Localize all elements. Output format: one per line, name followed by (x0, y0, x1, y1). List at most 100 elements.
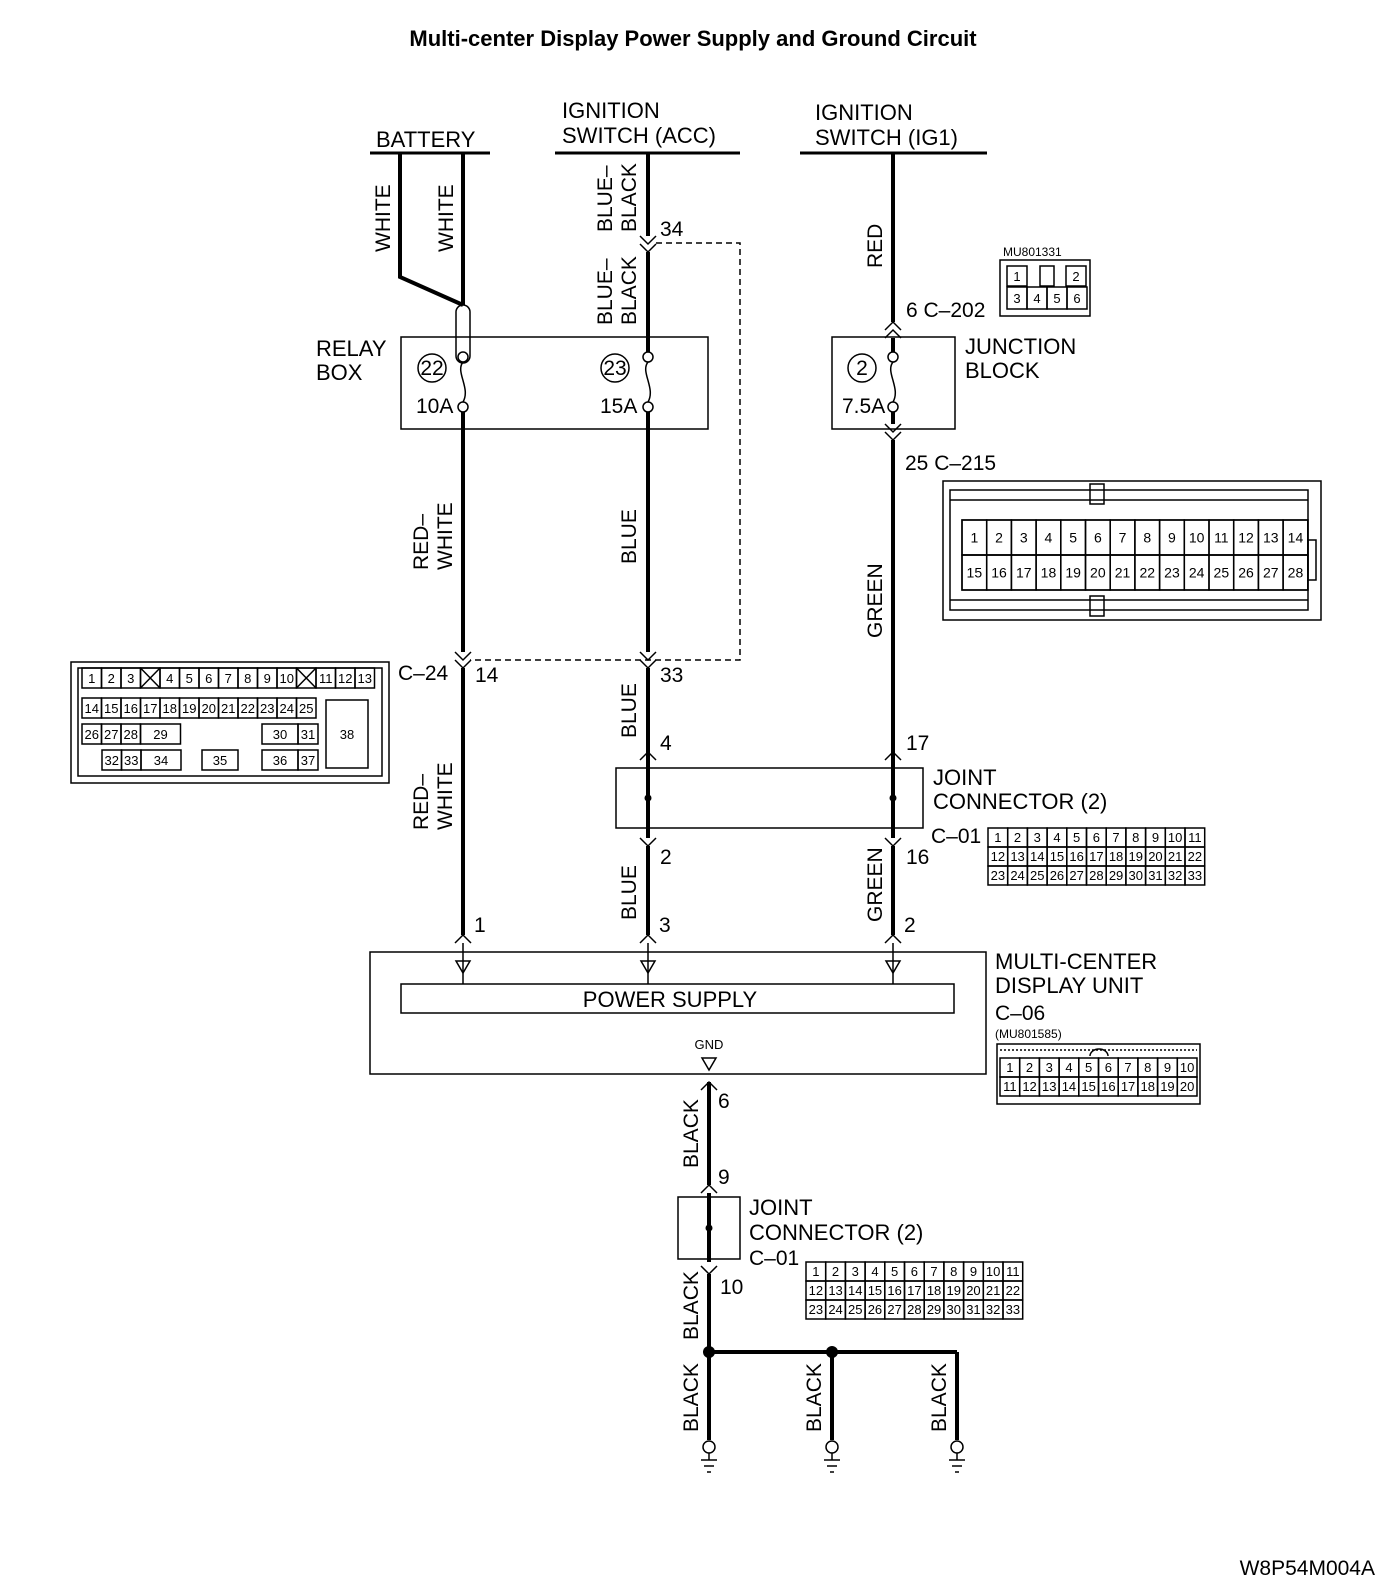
connector-pin-number: 27 (1069, 868, 1083, 883)
connector-c24-mark-14 (454, 651, 472, 670)
connector-pin-number: 24 (1189, 565, 1205, 581)
connector-pin-number: 7 (1124, 1060, 1131, 1075)
connector-pin-number: 8 (1143, 530, 1151, 546)
connector-pin-number: 14 (85, 701, 99, 716)
connector-pin-number: 15 (1081, 1079, 1095, 1094)
connector-pin-number: 8 (244, 671, 251, 686)
connector-mark-16 (884, 837, 902, 848)
wire-label-blue-2: BLUE (618, 683, 641, 738)
connector-pin-number: 10 (1180, 1060, 1194, 1075)
connector-pin-number: 19 (1160, 1079, 1174, 1094)
connector-pin-number: 13 (1042, 1079, 1056, 1094)
connector-c215-face (942, 480, 1322, 621)
connector-pin-number: 14 (1030, 849, 1044, 864)
connector-cell (1176, 1076, 1198, 1097)
fuse-22-number: 22 (420, 357, 443, 380)
connector-pin-number: 7 (1119, 530, 1127, 546)
pin-6: 6 (718, 1090, 730, 1113)
connector-pin-number: 11 (1003, 1079, 1017, 1094)
pin-2-display: 2 (904, 914, 916, 937)
connector-pin-number: 3 (852, 1264, 859, 1279)
connector-cell (139, 723, 182, 745)
connector-pin-number: 21 (1115, 565, 1131, 581)
connector-pin-number: 2 (108, 671, 115, 686)
junction-block (831, 336, 956, 430)
fuse-22-terminal (457, 401, 469, 413)
wire-label-white-2: WHITE (435, 184, 458, 252)
connector-c202-label: 6 C–202 (906, 299, 985, 322)
connector-pin-number: 23 (260, 701, 274, 716)
battery-wire-a (398, 153, 464, 307)
fuse-2-terminal-bottom (887, 401, 899, 413)
connector-pin-number: 23 (1164, 565, 1180, 581)
connector-pin-number: 13 (828, 1283, 842, 1298)
joint-connector-upper-label-1: JOINT (933, 765, 997, 790)
connector-pin-number: 25 (848, 1302, 862, 1317)
connector-pin-number: 28 (124, 727, 138, 742)
connector-pin-number: 28 (907, 1302, 921, 1317)
connector-mu801331-cell-6 (1066, 286, 1088, 310)
wire-label-green-2: GREEN (864, 847, 887, 922)
connector-mu801331-face (999, 259, 1091, 317)
connector-pin-number: 5 (1085, 1060, 1092, 1075)
connector-pin-number: 8 (1132, 830, 1139, 845)
connector-pin-number: 26 (868, 1302, 882, 1317)
connector-cell (295, 697, 317, 719)
fuse-23-symbol (645, 361, 651, 403)
connector-pin-number: 30 (947, 1302, 961, 1317)
connector-pin-number: 4 (1053, 830, 1060, 845)
fuse-23-terminal (642, 401, 654, 413)
connector-c06-face (996, 1043, 1201, 1105)
connector-pin-number: 20 (1090, 565, 1106, 581)
connector-pin-number: 17 (1121, 1079, 1135, 1094)
connector-pin-number: 7 (930, 1264, 937, 1279)
connector-pin-number: 22 (1139, 565, 1155, 581)
connector-pin-number: 14 (848, 1283, 862, 1298)
connector-cell (297, 749, 319, 771)
joint-connector-upper (615, 767, 924, 829)
connector-pin-number: 14 (1288, 530, 1304, 546)
connector-pin-number: 5 (186, 671, 193, 686)
display-unit-part: (MU801585) (995, 1027, 1062, 1041)
connector-pin-number: 13 (1263, 530, 1279, 546)
fuse-2-circle (847, 353, 877, 383)
wire-label-black-3: BLACK (680, 1363, 703, 1432)
connector-pin-number: 24 (1010, 868, 1024, 883)
connector-pin-number: 18 (927, 1283, 941, 1298)
connector-pin-number: 10 (1189, 530, 1205, 546)
connector-pin-number: 35 (213, 753, 227, 768)
connector-pin-number: 22 (241, 701, 255, 716)
joint-connector-upper-label-2: CONNECTOR (2) (933, 789, 1107, 814)
fuse-2-number: 2 (856, 357, 868, 380)
connector-pin-number: 30 (1129, 868, 1143, 883)
connector-pin-number: 6 (1093, 830, 1100, 845)
connector-pin-number: 16 (991, 565, 1007, 581)
display-unit-label-2: DISPLAY UNIT (995, 973, 1143, 998)
connector-mu801331-pin-1: 1 (1013, 269, 1020, 284)
connector-cell (325, 699, 369, 769)
connector-34-mark (639, 235, 657, 254)
connector-mark-2 (639, 837, 657, 848)
relay-box (400, 336, 709, 430)
connector-pin-number: 19 (1065, 565, 1081, 581)
pin-14: 14 (475, 664, 499, 687)
connector-pin-number: 19 (1129, 849, 1143, 864)
connector-pin-number: 33 (124, 753, 138, 768)
connector-mark-17 (884, 750, 902, 761)
joint-dot-blue (644, 794, 652, 802)
connector-mu801331-pin-3: 3 (1013, 291, 1020, 306)
connector-pin-number: 25 (1214, 565, 1230, 581)
connector-pin-number: 19 (182, 701, 196, 716)
connector-mark-10 (700, 1265, 718, 1276)
connector-mu801331-part: MU801331 (1003, 245, 1062, 259)
input-arrow-3 (639, 960, 657, 975)
connector-pin-number: 6 (1094, 530, 1102, 546)
display-unit-code: C–06 (995, 1002, 1045, 1025)
connector-pin-number: 4 (1065, 1060, 1072, 1075)
connector-pin-number: 16 (1069, 849, 1083, 864)
pin-2: 2 (660, 846, 672, 869)
connector-pin-number: 10 (986, 1264, 1000, 1279)
connector-pin-number: 26 (85, 727, 99, 742)
connector-pin-number: 4 (871, 1264, 878, 1279)
